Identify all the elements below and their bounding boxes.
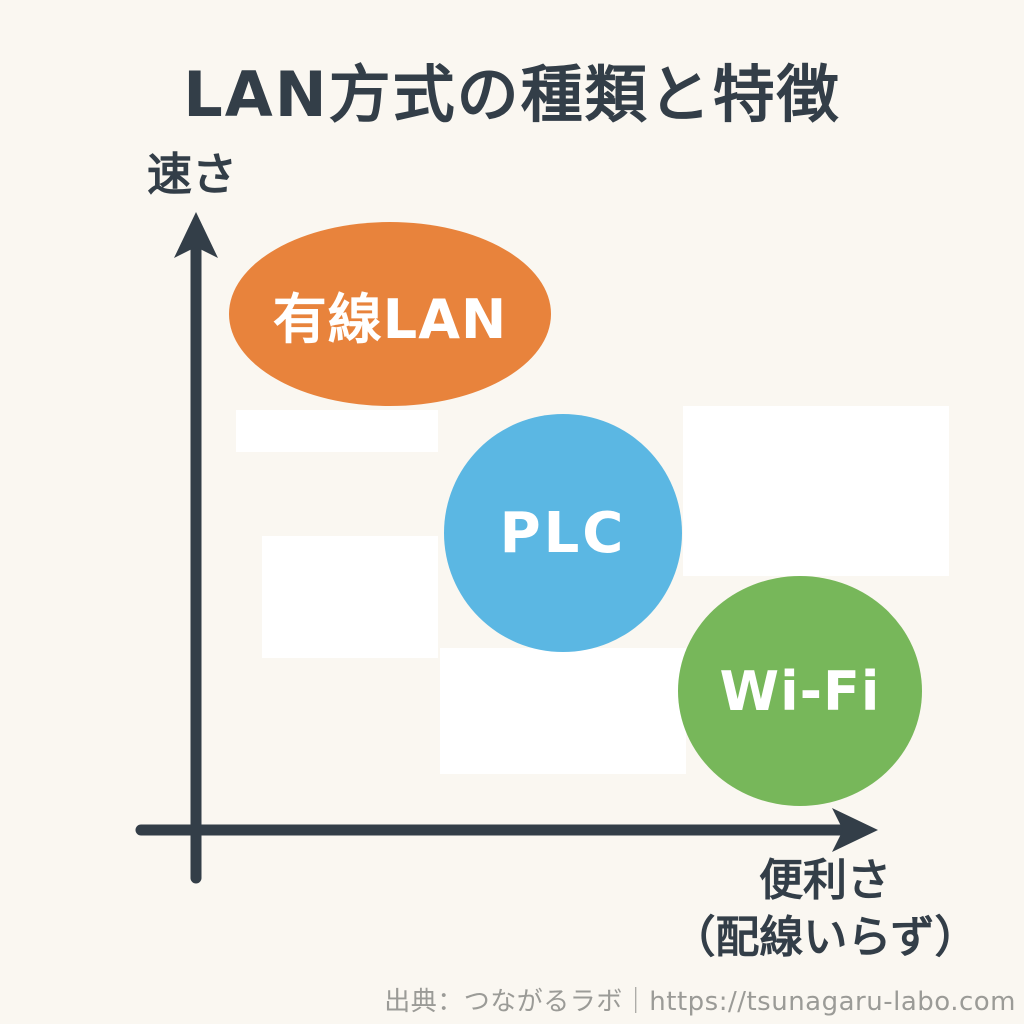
x-axis-label: 便利さ （配線いらず） — [640, 852, 1010, 966]
x-axis-arrowhead — [832, 808, 878, 852]
background-artifact — [262, 536, 438, 658]
x-axis-label-main: 便利さ — [759, 855, 891, 906]
bubble-wired-lan-label: 有線LAN — [272, 287, 508, 351]
background-artifact — [683, 406, 949, 576]
bubble-plc: PLC — [444, 414, 682, 652]
bubble-wifi: Wi-Fi — [678, 576, 922, 806]
background-artifact — [440, 648, 686, 774]
page-title: LAN方式の種類と特徴 — [183, 58, 841, 131]
background-artifact — [236, 410, 438, 452]
source-attribution: 出典：つながるラボ｜https://tsunagaru-labo.com — [384, 987, 1016, 1017]
bubble-plc-label: PLC — [499, 500, 627, 566]
y-axis-label: 速さ — [147, 148, 238, 201]
bubble-wired-lan: 有線LAN — [229, 222, 551, 406]
y-axis-arrowhead — [174, 212, 218, 258]
x-axis-label-sub: （配線いらず） — [671, 912, 979, 964]
bubble-wifi-label: Wi-Fi — [719, 659, 881, 723]
